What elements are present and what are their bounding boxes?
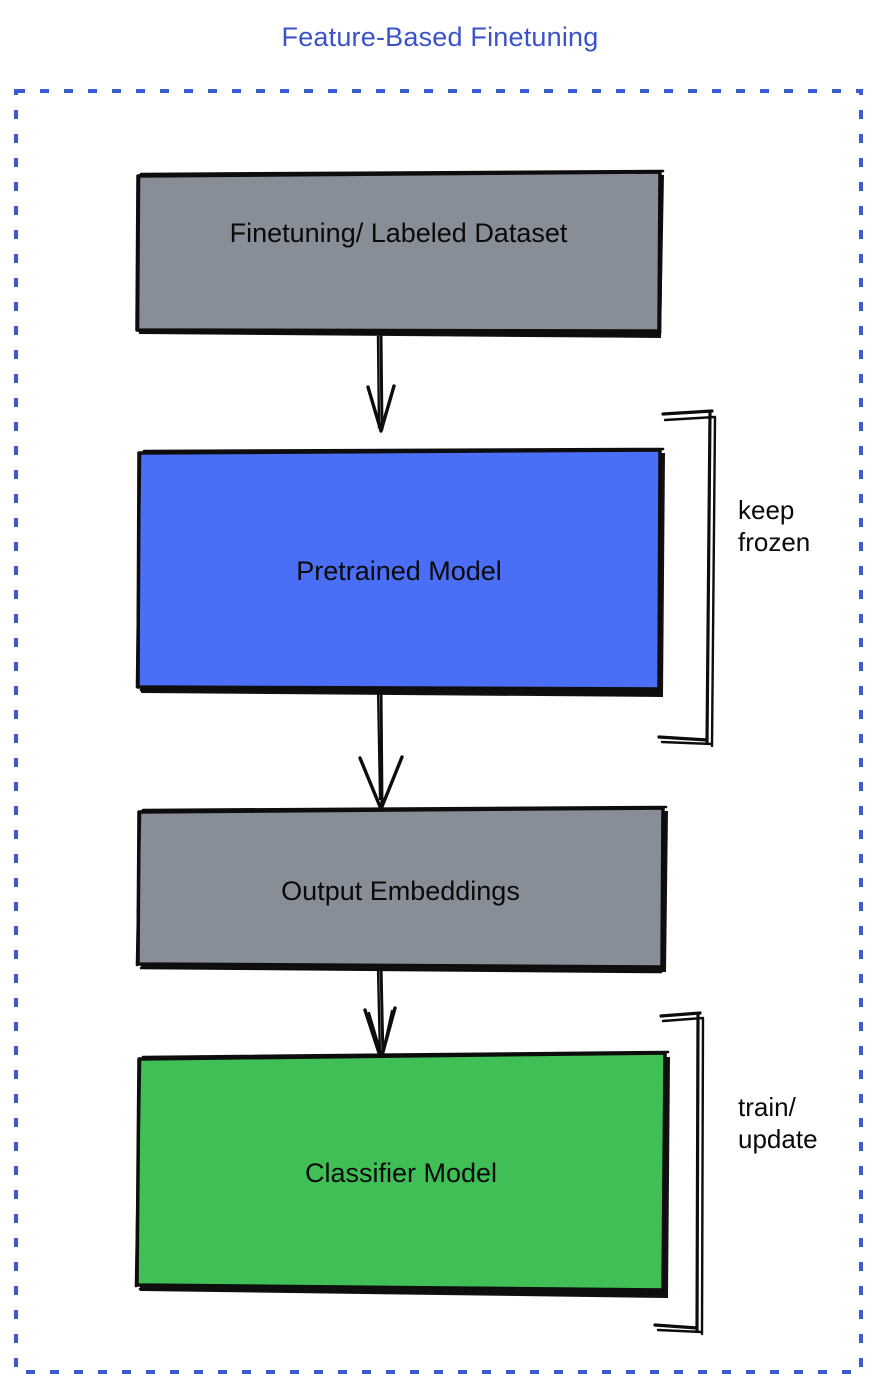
edge-dataset-to-pretrained <box>366 334 396 433</box>
node-dataset-sketch-stroke <box>136 169 665 337</box>
dashed-container-border <box>14 89 863 1374</box>
node-classifier[interactable] <box>134 1050 670 1298</box>
node-label-pretrained: Pretrained Model <box>296 556 502 586</box>
edge-embeddings-to-classifier <box>363 966 397 1061</box>
annotation-keep-frozen: keep frozen <box>738 495 811 557</box>
edge-pretrained-to-embeddings <box>358 689 404 811</box>
bracket-keep-frozen <box>657 409 717 748</box>
bracket-train-update <box>653 1011 705 1336</box>
arrowhead-down-icon <box>366 384 396 433</box>
page-title: Feature-Based Finetuning <box>281 22 599 52</box>
node-pretrained[interactable] <box>135 447 665 697</box>
node-label-classifier: Classifier Model <box>304 1158 498 1188</box>
node-pretrained-sketch-stroke <box>135 447 665 695</box>
node-dataset-shape <box>135 170 662 333</box>
node-label-dataset: Finetuning/ Labeled Dataset <box>229 218 568 248</box>
annotation-train-update: train/ update <box>738 1092 818 1154</box>
node-label-embeddings: Output Embeddings <box>281 876 520 906</box>
node-embeddings-sketch-stroke <box>135 805 668 974</box>
node-embeddings[interactable] <box>135 805 668 974</box>
node-dataset[interactable] <box>135 169 665 338</box>
node-classifier-sketch-stroke <box>134 1050 670 1296</box>
